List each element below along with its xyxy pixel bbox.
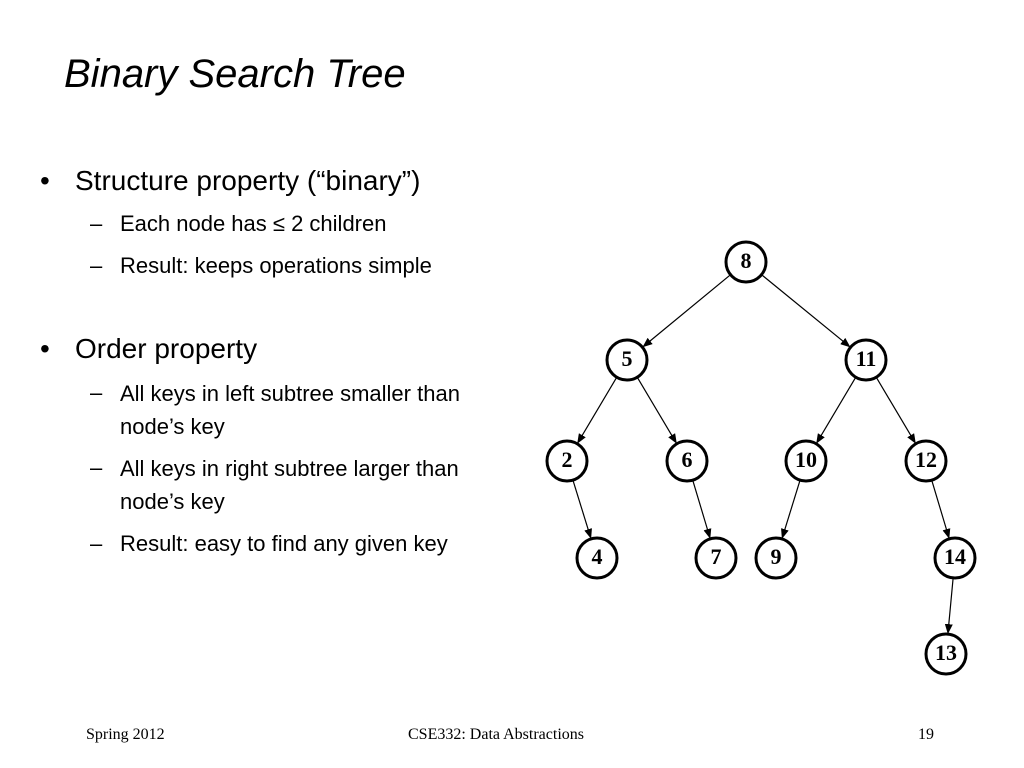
tree-node-8: 8 — [724, 240, 768, 284]
tree-node-10: 10 — [784, 439, 828, 483]
subitem-text: Result: easy to find any given key — [120, 531, 448, 556]
tree-node-circle — [545, 439, 589, 483]
bullet-text: Order property — [75, 333, 258, 364]
tree-edge-8-5 — [642, 274, 731, 348]
tree-node-circle — [575, 536, 619, 580]
tree-node-circle — [724, 240, 768, 284]
tree-node-label: 10 — [795, 447, 817, 472]
tree-node-2: 2 — [545, 439, 589, 483]
tree-node-circle — [694, 536, 738, 580]
subitem-dash: – — [90, 253, 103, 278]
tree-node-circle — [844, 338, 888, 382]
tree-node-13: 13 — [924, 632, 968, 676]
footer-page-number: 19 — [918, 726, 934, 743]
tree-node-circle — [924, 632, 968, 676]
subitem-dash: – — [90, 531, 103, 556]
tree-node-6: 6 — [665, 439, 709, 483]
tree-edge-11-12 — [875, 376, 916, 444]
tree-node-label: 13 — [935, 640, 957, 665]
tree-node-7: 7 — [694, 536, 738, 580]
tree-edge-5-6 — [636, 376, 677, 444]
tree-node-label: 6 — [682, 447, 693, 472]
tree-node-circle — [754, 536, 798, 580]
tree-node-label: 4 — [592, 544, 603, 569]
tree-edge-10-9 — [781, 479, 801, 539]
tree-node-circle — [784, 439, 828, 483]
tree-node-circle — [665, 439, 709, 483]
tree-node-label: 9 — [771, 544, 782, 569]
slide-title: Binary Search Tree — [64, 52, 406, 96]
tree-node-5: 5 — [605, 338, 649, 382]
subitem-dash: – — [90, 380, 103, 405]
subitem-text: Each node has ≤ 2 children — [120, 211, 387, 236]
subitem-text: Result: keeps operations simple — [120, 253, 432, 278]
subitem-dash: – — [90, 211, 103, 236]
tree-node-circle — [605, 338, 649, 382]
tree-node-circle — [904, 439, 948, 483]
subitem-dash: – — [90, 455, 103, 480]
tree-node-9: 9 — [754, 536, 798, 580]
tree-node-label: 12 — [915, 447, 937, 472]
tree-node-12: 12 — [904, 439, 948, 483]
tree-node-14: 14 — [933, 536, 977, 580]
bullet-text: Structure property (“binary”) — [75, 165, 421, 196]
footer-date: Spring 2012 — [86, 726, 165, 743]
tree-edge-12-14 — [931, 479, 951, 539]
bullet-marker: • — [40, 333, 50, 364]
footer-course: CSE332: Data Abstractions — [408, 726, 584, 743]
tree-edge-8-11 — [761, 274, 851, 348]
tree-node-circle — [933, 536, 977, 580]
tree-edge-6-7 — [692, 479, 712, 539]
subitem-text: All keys in left subtree smaller than no… — [120, 381, 460, 439]
tree-edge-2-4 — [572, 479, 592, 539]
tree-node-label: 8 — [741, 248, 752, 273]
tree-node-label: 2 — [562, 447, 573, 472]
tree-node-4: 4 — [575, 536, 619, 580]
tree-node-label: 7 — [711, 544, 722, 569]
tree-edge-11-10 — [816, 376, 857, 444]
tree-node-label: 11 — [856, 346, 877, 371]
tree-node-11: 11 — [844, 338, 888, 382]
tree-node-label: 5 — [622, 346, 633, 371]
tree-node-label: 14 — [944, 544, 966, 569]
bullet-marker: • — [40, 165, 50, 196]
tree-edge-5-2 — [577, 376, 618, 444]
tree-edge-14-13 — [944, 577, 954, 635]
subitem-text: All keys in right subtree larger than no… — [120, 456, 459, 514]
